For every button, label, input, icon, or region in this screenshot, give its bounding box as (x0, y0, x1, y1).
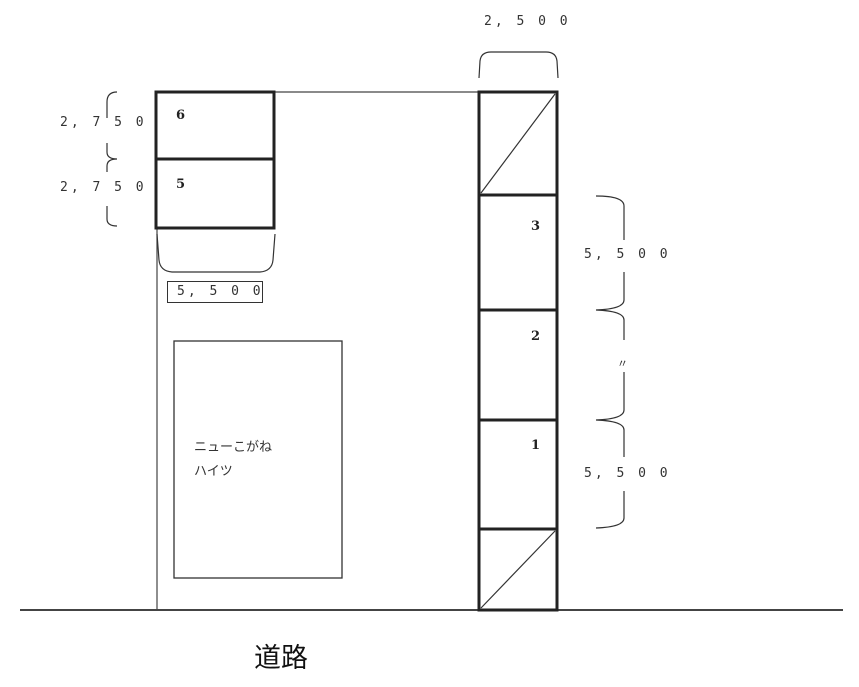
right-column-outline (477, 90, 559, 612)
parking-space-5 (154, 157, 276, 230)
space-3-length-label: 5, 5 0 0 (584, 247, 671, 262)
hatch-top-diagonal (480, 93, 556, 194)
bracket-6-5-mid (106, 143, 118, 172)
left-width-label: 5, 5 0 0 (177, 284, 264, 299)
bracket-6-top (106, 91, 118, 118)
building-name-line1: ニューこがね (194, 440, 273, 455)
building-name: ニューこがね ハイツ (194, 436, 272, 484)
right-column-width-label: 2, 5 0 0 (484, 14, 571, 29)
brace-2-1-mid (595, 372, 625, 457)
brace-3-2-mid (595, 272, 625, 340)
bracket-5-bottom (106, 206, 118, 227)
building-outline (173, 340, 343, 579)
space-number-1: 1 (531, 438, 541, 453)
brace-3-top (595, 195, 625, 240)
parking-space-6 (154, 90, 276, 161)
space-6-depth-label: 2, 7 5 0 (60, 115, 147, 130)
space-number-6: 6 (176, 108, 186, 123)
space-5-depth-label: 2, 7 5 0 (60, 180, 147, 195)
space-number-5: 5 (176, 177, 186, 192)
space-1-length-label: 5, 5 0 0 (584, 466, 671, 481)
bracket-left-width (156, 233, 276, 273)
building-name-line2: ハイツ (194, 464, 233, 479)
space-2-length-ditto: 〃 (617, 357, 631, 370)
hatch-bottom-diagonal (480, 530, 556, 609)
space-number-2: 2 (531, 329, 541, 344)
left-width-label-box: 5, 5 0 0 (167, 281, 263, 303)
road-label: 道路 (254, 643, 308, 674)
space-number-3: 3 (531, 219, 541, 234)
brace-1-bottom (595, 491, 625, 529)
bracket-right-width (478, 51, 559, 79)
